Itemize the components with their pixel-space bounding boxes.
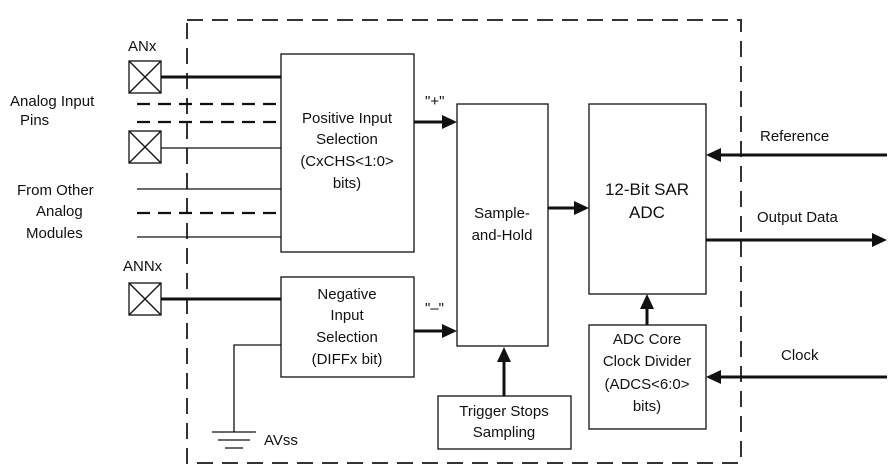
from-other-modules-label-line1: From Other (17, 182, 94, 199)
avss-label: AVss (264, 432, 298, 449)
output-data-label: Output Data (757, 209, 839, 226)
anx-pin-icon (128, 60, 162, 94)
annx-pin-icon (128, 282, 162, 316)
reference-arrow (706, 148, 887, 162)
adc-text-1: 12-Bit SAR (605, 180, 689, 199)
trigger-text-2: Sampling (473, 424, 536, 441)
from-other-modules-label-line2: Analog (36, 203, 83, 220)
sar-adc-block (588, 103, 707, 295)
clock-divider-text-1: ADC Core (613, 331, 681, 348)
adc-text-2: ADC (629, 203, 665, 222)
positive-input-text-2: Selection (316, 131, 378, 148)
negative-input-text-1: Negative (317, 286, 376, 303)
plus-signal-arrow (414, 115, 457, 129)
clock-arrow (706, 370, 887, 384)
anx-pin-label: ANx (128, 38, 157, 55)
negative-input-text-2: Input (330, 307, 364, 324)
clock-divider-text-2: Clock Divider (603, 353, 691, 370)
clock-divider-block (588, 324, 707, 430)
divider-to-adc-arrow (640, 294, 654, 325)
trigger-arrow (497, 347, 511, 396)
plus-signal-label: "+" (425, 93, 444, 110)
negative-input-selection-block (280, 276, 415, 378)
positive-input-text-1: Positive Input (302, 110, 393, 127)
analog-input-pins-label-line1: Analog Input (10, 93, 95, 110)
analog-input-pins-label-line2: Pins (20, 112, 49, 129)
positive-input-text-4: bits) (333, 175, 361, 192)
annx-pin-label: ANNx (123, 258, 163, 275)
analog-pin-2-icon (128, 130, 162, 164)
trigger-text-1: Trigger Stops (459, 403, 548, 420)
clock-divider-text-4: bits) (633, 398, 661, 415)
output-data-arrow (706, 233, 887, 247)
sample-and-hold-block (456, 103, 549, 347)
avss-ground-icon (212, 344, 281, 449)
positive-input-wires (137, 75, 281, 238)
minus-signal-label: "–" (425, 300, 444, 317)
positive-input-selection-block (280, 53, 415, 253)
negative-input-text-3: Selection (316, 329, 378, 346)
clock-divider-text-3: (ADCS<6:0> (604, 376, 689, 393)
minus-signal-arrow (414, 324, 457, 338)
negative-input-text-4: (DIFFx bit) (312, 351, 383, 368)
sample-hold-text-1: Sample- (474, 205, 530, 222)
positive-input-text-3: (CxCHS<1:0> (300, 153, 394, 170)
sample-hold-text-2: and-Hold (472, 227, 533, 244)
reference-label: Reference (760, 128, 829, 145)
clock-label: Clock (781, 347, 819, 364)
sample-to-adc-arrow (548, 201, 589, 215)
from-other-modules-label-line3: Modules (26, 225, 83, 242)
